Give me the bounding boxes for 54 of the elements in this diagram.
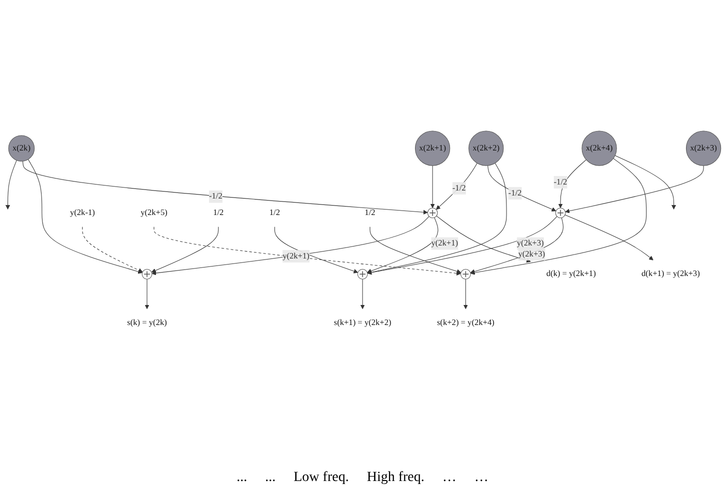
note-text: High freq. xyxy=(366,470,424,486)
adder-node xyxy=(142,268,152,280)
arrow xyxy=(6,160,17,210)
edge-label: -1/2 xyxy=(452,184,466,192)
note-text: ... xyxy=(236,470,248,486)
sample-node: x(2k+2) xyxy=(468,130,504,166)
arrow xyxy=(28,159,142,274)
arrow xyxy=(360,278,365,310)
signal-label: s(k) = y(2k) xyxy=(127,318,167,328)
arrow xyxy=(366,217,438,274)
note-text: ... xyxy=(265,470,276,486)
arrow xyxy=(151,226,219,273)
edge-label: -1/2 xyxy=(508,188,522,198)
arrow xyxy=(144,278,150,310)
arrow xyxy=(463,278,468,310)
arrow xyxy=(430,165,435,208)
edge-label: y(2k+3) xyxy=(516,238,544,248)
edge-label: y(2k+1) xyxy=(282,252,310,260)
edge-label: -1/2 xyxy=(208,192,222,201)
arrow xyxy=(22,160,428,214)
arrow xyxy=(436,162,478,210)
sample-node: x(2k+3) xyxy=(686,130,722,166)
adder-node xyxy=(427,208,438,218)
arrow xyxy=(436,216,531,263)
signal-label: 1/2 xyxy=(213,208,224,218)
arrow xyxy=(82,226,143,272)
arrow xyxy=(564,214,654,260)
edge-label: -1/2 xyxy=(554,178,568,186)
note-text: … xyxy=(474,470,488,486)
arrow xyxy=(488,165,556,212)
adder-node xyxy=(555,208,566,218)
signal-label: s(k+1) = y(2k+2) xyxy=(334,318,392,328)
signal-label: d(k+1) = y(2k+3) xyxy=(642,269,700,278)
arrow xyxy=(470,158,647,275)
arrow xyxy=(614,155,676,210)
note-text: Low freq. xyxy=(294,470,349,486)
arrow xyxy=(565,165,704,214)
sample-node: x(2k) xyxy=(8,135,35,162)
arrow xyxy=(470,217,564,274)
note-text: … xyxy=(442,470,456,486)
adder-node xyxy=(460,268,471,280)
arrow xyxy=(558,159,586,208)
signal-label: 1/2 xyxy=(269,208,280,218)
adder-node xyxy=(357,268,368,280)
signal-label: y(2k-1) xyxy=(70,208,95,218)
signal-label: d(k) = y(2k+1) xyxy=(546,269,596,278)
arrow xyxy=(370,226,462,274)
sample-node: x(2k+1) xyxy=(415,130,450,166)
signal-label: y(2k+5) xyxy=(140,208,168,218)
sample-node: x(2k+4) xyxy=(582,130,617,166)
signal-label: 1/2 xyxy=(364,208,376,218)
signal-label: s(k+2) = y(2k+4) xyxy=(436,318,494,328)
edge-label: y(2k+3) xyxy=(518,250,546,258)
edge-label: y(2k+1) xyxy=(431,238,458,248)
